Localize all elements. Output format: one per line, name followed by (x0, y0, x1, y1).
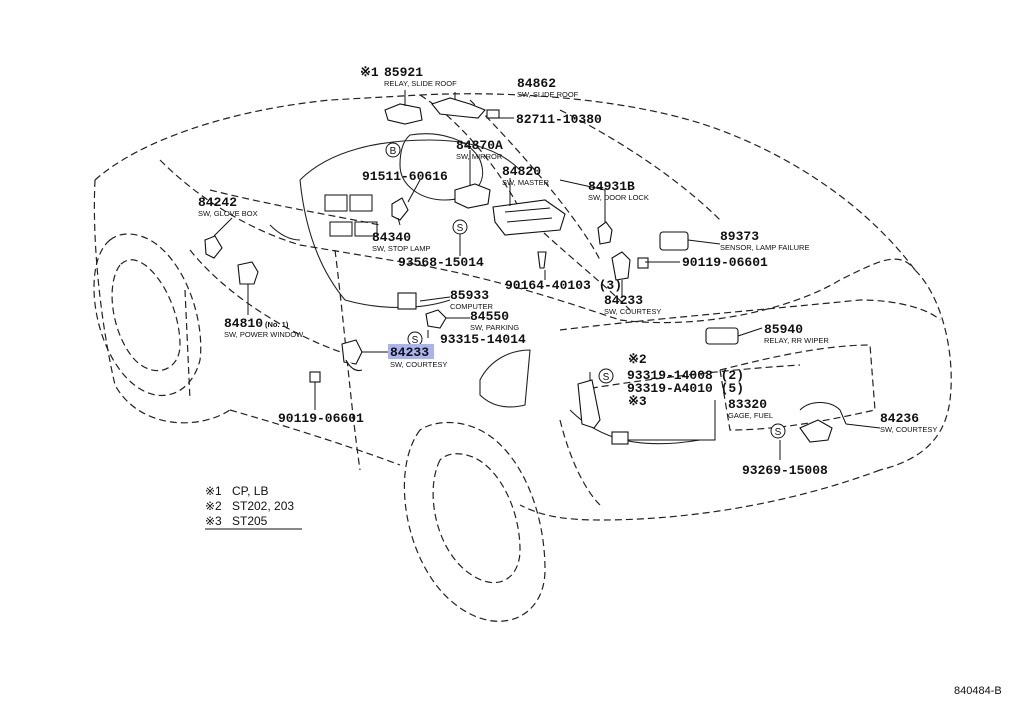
part-number: 89373 (720, 229, 759, 244)
legend-text: CP, LB (232, 484, 268, 498)
highlight-box (388, 344, 434, 359)
symbol-s: S (407, 331, 423, 347)
part-description: SW, POWER WINDOW (224, 330, 304, 339)
part-shapes (204, 97, 847, 445)
part-number: 93269-15008 (742, 463, 828, 478)
part-description: SW, COURTESY (880, 425, 937, 434)
part-description: SENSOR, LAMP FAILURE (720, 243, 809, 252)
svg-text:S: S (457, 223, 464, 234)
symbol-s: S (770, 423, 786, 439)
part-number: 91511-60616 (362, 169, 448, 184)
part-number: 84820 (502, 164, 541, 179)
part-description: RELAY, SLIDE ROOF (384, 79, 457, 88)
part-number: 84242 (198, 195, 237, 210)
part-number: 90164-40103 (3) (505, 278, 622, 293)
legend-mark: ※1 (205, 484, 222, 498)
part-number: 84931B (588, 179, 635, 194)
legend-mark: ※2 (205, 499, 222, 513)
svg-text:S: S (775, 427, 782, 438)
part-description: SW, GLOVE BOX (198, 209, 258, 218)
symbol-b: B (385, 142, 401, 158)
part-number: 85933 (450, 288, 489, 303)
part-description: SW, SLIDE ROOF (517, 90, 579, 99)
part-description: SW, MIRROR (456, 152, 503, 161)
legend-mark: ※3 (205, 514, 222, 528)
callout-labels: ※1 85921 RELAY, SLIDE ROOF 84862 SW, SLI… (198, 65, 937, 478)
symbol-s: S (452, 219, 468, 235)
symbol-s: S (598, 368, 614, 384)
part-number: 85921 (384, 65, 423, 80)
part-description: SW, COURTESY (390, 360, 447, 369)
part-description: SW, PARKING (470, 323, 519, 332)
part-number: 90119-06601 (278, 411, 364, 426)
part-description: COMPUTER (450, 302, 494, 311)
part-number: 93568-15014 (398, 255, 484, 270)
callout-mark: ※1 (360, 65, 379, 80)
part-number: 82711-10380 (516, 112, 602, 127)
callout-mark: ※2 (628, 352, 647, 367)
part-number: 90119-06601 (682, 255, 768, 270)
part-number-highlighted[interactable]: 84233 (390, 345, 429, 360)
svg-text:S: S (412, 335, 419, 346)
part-number: 84233 (604, 293, 643, 308)
part-number: 84810(No. 1) (224, 316, 289, 331)
legend-text: ST205 (232, 514, 268, 528)
part-description: SW, STOP LAMP (372, 244, 431, 253)
part-description: RELAY, RR WIPER (764, 336, 829, 345)
part-description: SW, MASTER (502, 178, 550, 187)
part-number: 84340 (372, 230, 411, 245)
leader-lines (213, 90, 881, 460)
diagram-code: 840484-B (954, 685, 1002, 697)
part-number: 84870A (456, 138, 503, 153)
part-number: 93319-A4010 (5) (627, 381, 744, 396)
svg-text:B: B (390, 146, 397, 157)
part-number: 85940 (764, 322, 803, 337)
legend: ※1 CP, LB ※2 ST202, 203 ※3 ST205 (205, 484, 302, 530)
part-description: SW, DOOR LOCK (588, 193, 649, 202)
part-description: GAGE, FUEL (728, 411, 773, 420)
part-number: 84862 (517, 76, 556, 91)
part-number: 93315-14014 (440, 332, 526, 347)
part-number: 84550 (470, 309, 509, 324)
callout-mark: ※3 (628, 394, 647, 409)
part-number: 93319-14008 (2) (627, 368, 744, 383)
part-description: SW, COURTESY (604, 307, 661, 316)
dashboard-outline (269, 133, 521, 308)
svg-text:S: S (603, 372, 610, 383)
legend-text: ST202, 203 (232, 499, 294, 513)
part-number: 83320 (728, 397, 767, 412)
part-number: 84236 (880, 411, 919, 426)
